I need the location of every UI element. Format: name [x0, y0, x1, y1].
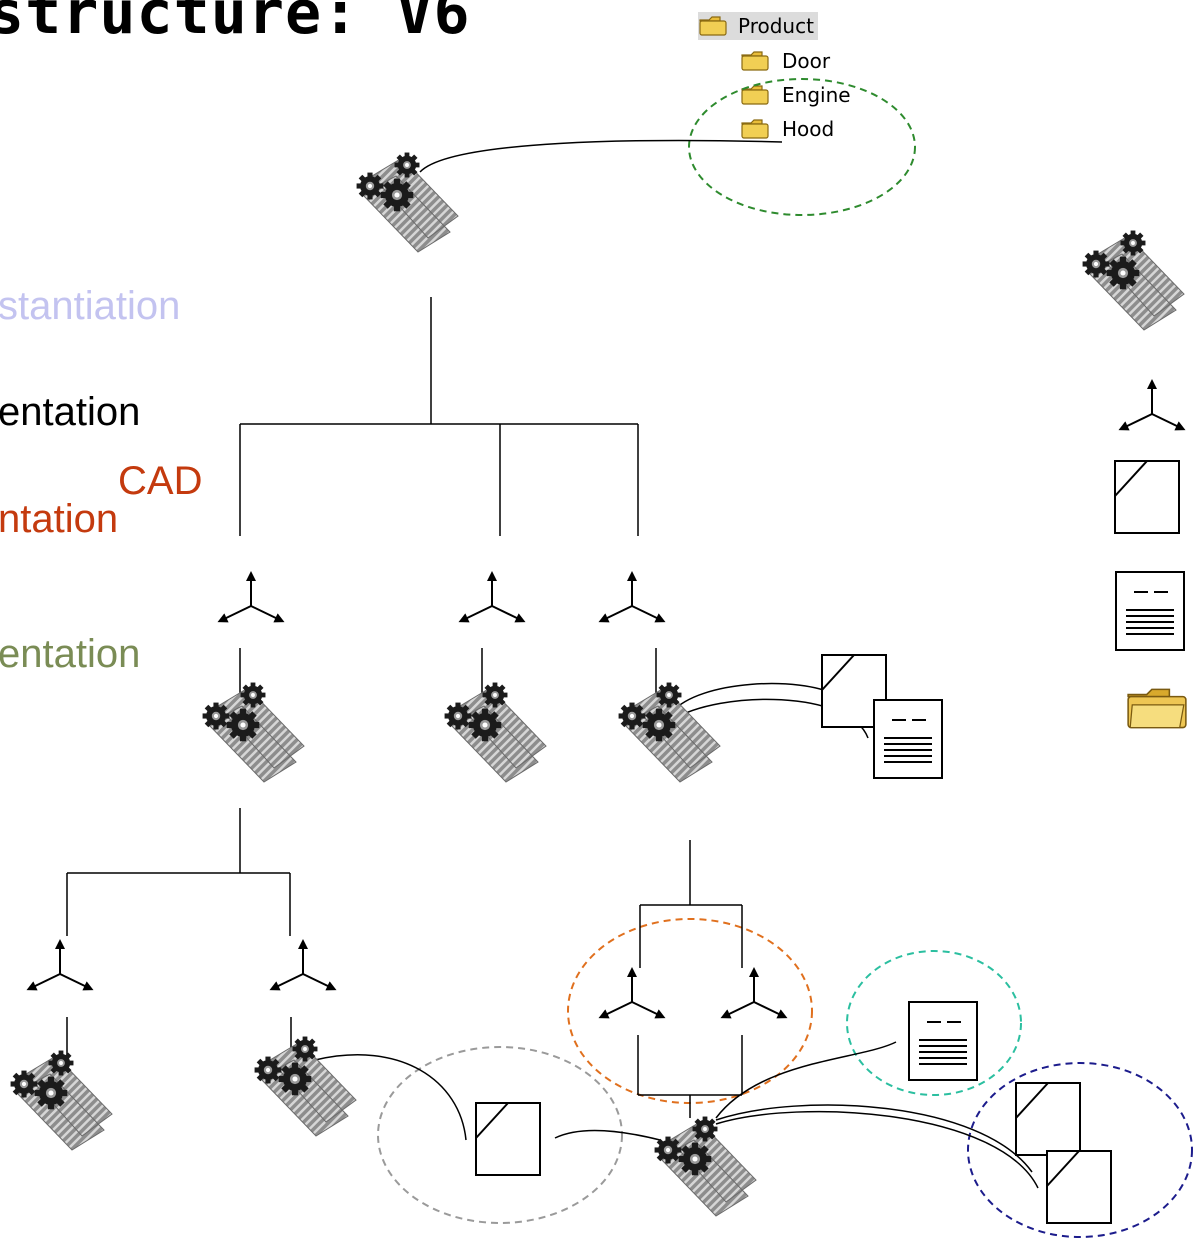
- product-icon: [1083, 231, 1184, 330]
- axis-system-icon[interactable]: [222, 576, 280, 620]
- tree-item-door[interactable]: Door: [740, 47, 830, 75]
- folder-icon: [741, 119, 769, 139]
- tree-item-product[interactable]: Product: [698, 12, 818, 40]
- tree-label-engine: Engine: [782, 83, 851, 107]
- highlight-ellipse-cad: [377, 1046, 623, 1224]
- structure-lines: [66, 297, 743, 1118]
- tree-label-product: Product: [738, 14, 814, 38]
- label-representation: entation: [0, 390, 141, 434]
- cad-part-icon[interactable]: [475, 1102, 541, 1176]
- label-other-representation: entation: [0, 632, 141, 676]
- axis-system-icon[interactable]: [274, 944, 332, 988]
- product-icon[interactable]: [357, 153, 458, 252]
- axis-system-icon[interactable]: [603, 576, 661, 620]
- slide-title: structure: V6: [0, 0, 471, 48]
- tree-item-hood[interactable]: Hood: [740, 115, 834, 143]
- product-icon[interactable]: [619, 683, 720, 782]
- label-instantiation: stantiation: [0, 284, 181, 328]
- axis-system-icon[interactable]: [31, 944, 89, 988]
- folder-icon: [741, 51, 769, 71]
- product-icon[interactable]: [655, 1117, 756, 1216]
- cad-part-icon[interactable]: [1015, 1082, 1081, 1156]
- product-icon[interactable]: [203, 683, 304, 782]
- tree-item-engine[interactable]: Engine: [740, 81, 851, 109]
- document-icon[interactable]: [908, 1001, 978, 1081]
- highlight-ellipse-parts: [967, 1062, 1193, 1238]
- highlight-ellipse-tree: [688, 78, 916, 216]
- document-icon[interactable]: [873, 699, 943, 779]
- document-icon: [1115, 571, 1185, 651]
- axis-system-icon[interactable]: [725, 972, 783, 1016]
- label-cad: CAD: [118, 459, 203, 503]
- tree-label-door: Door: [782, 49, 831, 73]
- label-cad-representation: ntation: [0, 497, 119, 541]
- folder-icon: [1127, 688, 1187, 729]
- cad-part-icon: [1114, 460, 1180, 534]
- axis-system-icon[interactable]: [603, 972, 661, 1016]
- highlight-ellipse-doc: [846, 950, 1022, 1096]
- axis-system-icon[interactable]: [463, 576, 521, 620]
- cad-part-icon[interactable]: [1046, 1150, 1112, 1224]
- tree-label-hood: Hood: [782, 117, 835, 141]
- folder-icon: [741, 85, 769, 105]
- product-icon[interactable]: [255, 1037, 356, 1136]
- product-tree: Product Door Engine Hood: [0, 0, 1193, 160]
- axis-system-icon: [1123, 384, 1181, 428]
- product-icon[interactable]: [445, 683, 546, 782]
- link-curves: [314, 139, 1039, 1189]
- folder-icon: [699, 16, 727, 36]
- product-icon[interactable]: [11, 1051, 112, 1150]
